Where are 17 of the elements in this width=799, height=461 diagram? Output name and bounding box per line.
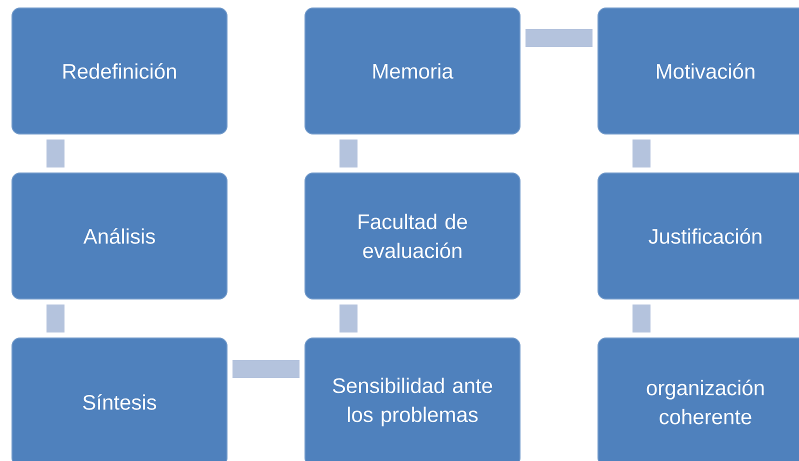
connector-bar	[340, 140, 358, 168]
connector-bar	[46, 304, 64, 332]
process-box: Memoria	[304, 8, 520, 134]
process-box: Redefinición	[12, 8, 228, 134]
process-box: organización coherente	[598, 338, 799, 461]
process-box: Justificación	[598, 172, 799, 300]
connector-bar	[632, 304, 650, 332]
process-box: Facultad de evaluación	[304, 172, 520, 300]
process-box: Síntesis	[12, 338, 228, 461]
process-box: Sensibilidad ante los problemas	[304, 338, 520, 461]
connector-bar	[632, 140, 650, 168]
process-box: Motivación	[598, 8, 799, 134]
process-box: Análisis	[12, 172, 228, 300]
connector-bar	[526, 29, 592, 47]
connector-bar	[232, 360, 300, 378]
connector-bar	[340, 304, 358, 332]
connector-bar	[46, 140, 64, 168]
